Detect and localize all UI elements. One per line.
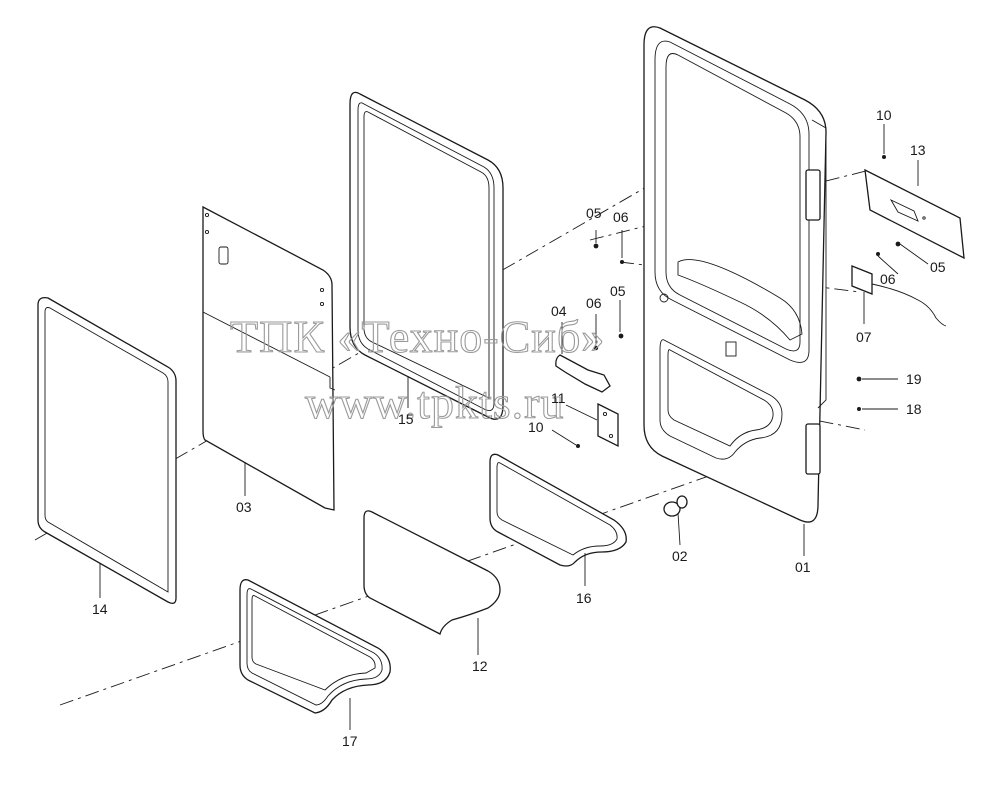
part-12-lower-panel: [363, 510, 501, 635]
part-17-lower-seal: [239, 579, 391, 714]
callout-05-c: 05: [930, 259, 946, 275]
part-14-glass-seal: [37, 297, 177, 604]
callout-06-b: 06: [586, 295, 602, 311]
part-04-handle: [555, 354, 611, 393]
callout-17: 17: [342, 733, 358, 749]
callout-03: 03: [236, 499, 252, 515]
callout-05-b: 05: [610, 283, 626, 299]
callout-labels: 01 02 03 04 05 06 06 05 05 06 07 10 10 1…: [92, 107, 946, 749]
callout-06-a: 06: [613, 209, 629, 225]
part-15-window-seal: [349, 91, 504, 420]
part-02-knob: [663, 495, 688, 517]
callout-15: 15: [398, 411, 414, 427]
callout-10-a: 10: [876, 107, 892, 123]
callout-18: 18: [906, 401, 922, 417]
callout-14: 14: [92, 601, 108, 617]
callout-02: 02: [672, 548, 688, 564]
callout-12: 12: [472, 658, 488, 674]
callout-13: 13: [910, 142, 926, 158]
watermark-line-2: www.tpkts.ru: [305, 377, 564, 428]
watermark: ТПК «Техно-Сиб» www.tpkts.ru: [229, 310, 605, 428]
part-07-lock: [851, 265, 947, 327]
part-03-trim-panel: [202, 205, 336, 511]
callout-04: 04: [551, 303, 567, 319]
callout-11: 11: [551, 390, 566, 406]
callout-05-a: 05: [586, 205, 602, 221]
watermark-line-1: ТПК «Техно-Сиб»: [230, 311, 605, 362]
callout-16: 16: [576, 590, 592, 606]
part-11-plate: [597, 402, 619, 448]
part-13-cover: [864, 168, 965, 260]
callout-07: 07: [856, 329, 872, 345]
callout-10-b: 10: [528, 419, 544, 435]
callout-06-c: 06: [880, 271, 896, 287]
part-01-door-frame: [643, 26, 827, 523]
callout-19: 19: [906, 371, 922, 387]
callout-01: 01: [795, 559, 811, 575]
leader-lines: [99, 124, 929, 730]
part-16-lower-seal: [489, 453, 627, 567]
fasteners: [576, 155, 901, 448]
